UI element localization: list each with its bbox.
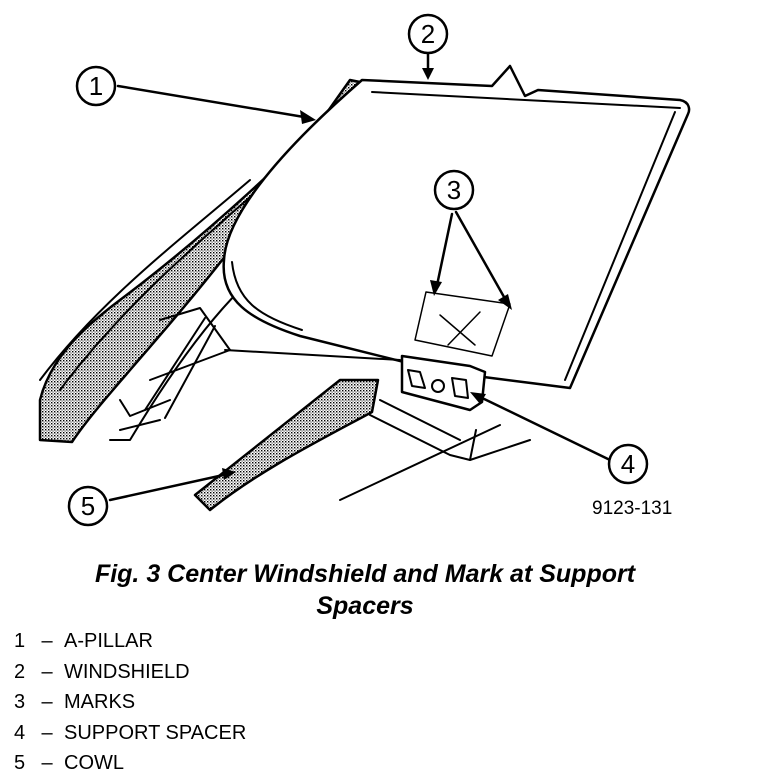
callout-1-label: 1	[89, 71, 103, 101]
legend-item: 2–WINDSHIELD	[14, 657, 246, 688]
legend-label: MARKS	[64, 691, 136, 713]
caption-line-2: Spacers	[316, 592, 414, 620]
a-pillar-trim	[39, 179, 251, 381]
callout-1-circle	[75, 65, 117, 107]
figure-code: 9123-131	[592, 498, 673, 519]
legend-label: COWL	[64, 752, 124, 774]
legend-list: 1–A-PILLAR 2–WINDSHIELD 3–MARKS 4–SUPPOR…	[14, 626, 246, 779]
callout-2-label: 2	[421, 19, 435, 49]
legend-separator: –	[41, 752, 53, 774]
legend-number: 2	[14, 660, 26, 683]
callout-4-label: 4	[621, 449, 635, 479]
callout-3-leader-a	[434, 212, 454, 292]
figure-caption: Fig. 3 Center Windshield and Mark at Sup…	[40, 558, 690, 622]
callout-5-circle	[67, 485, 109, 527]
legend-item: 5–COWL	[14, 748, 246, 779]
legend-number: 5	[14, 752, 26, 774]
callout-2-circle	[407, 13, 449, 55]
legend-separator: –	[41, 691, 53, 713]
callout-3-circle	[433, 169, 475, 211]
callout-5-label: 5	[81, 491, 95, 521]
legend-number: 4	[14, 721, 26, 744]
windshield	[222, 64, 691, 390]
windshield-diagram: 1 2 3 4 5	[38, 13, 691, 527]
caption-line-1: Fig. 3 Center Windshield and Mark at Sup…	[94, 560, 636, 588]
legend-separator: –	[41, 630, 53, 652]
cowl	[193, 378, 380, 512]
legend-label: SUPPORT SPACER	[64, 721, 247, 744]
legend-label: WINDSHIELD	[64, 660, 190, 683]
callout-5-leader	[108, 472, 230, 502]
legend-item: 4–SUPPORT SPACER	[14, 718, 246, 749]
callout-3-leader-b	[454, 210, 510, 306]
legend-label: A-PILLAR	[64, 630, 153, 652]
legend-number: 1	[14, 630, 26, 652]
legend-separator: –	[41, 721, 53, 744]
legend-item: 3–MARKS	[14, 687, 246, 718]
callout-1-leader	[116, 84, 312, 120]
legend-separator: –	[41, 660, 53, 683]
legend-item: 1–A-PILLAR	[14, 626, 246, 657]
callout-4-leader	[476, 394, 612, 462]
callout-4-circle	[607, 443, 649, 485]
callout-3-label: 3	[447, 175, 461, 205]
legend-number: 3	[14, 691, 26, 713]
